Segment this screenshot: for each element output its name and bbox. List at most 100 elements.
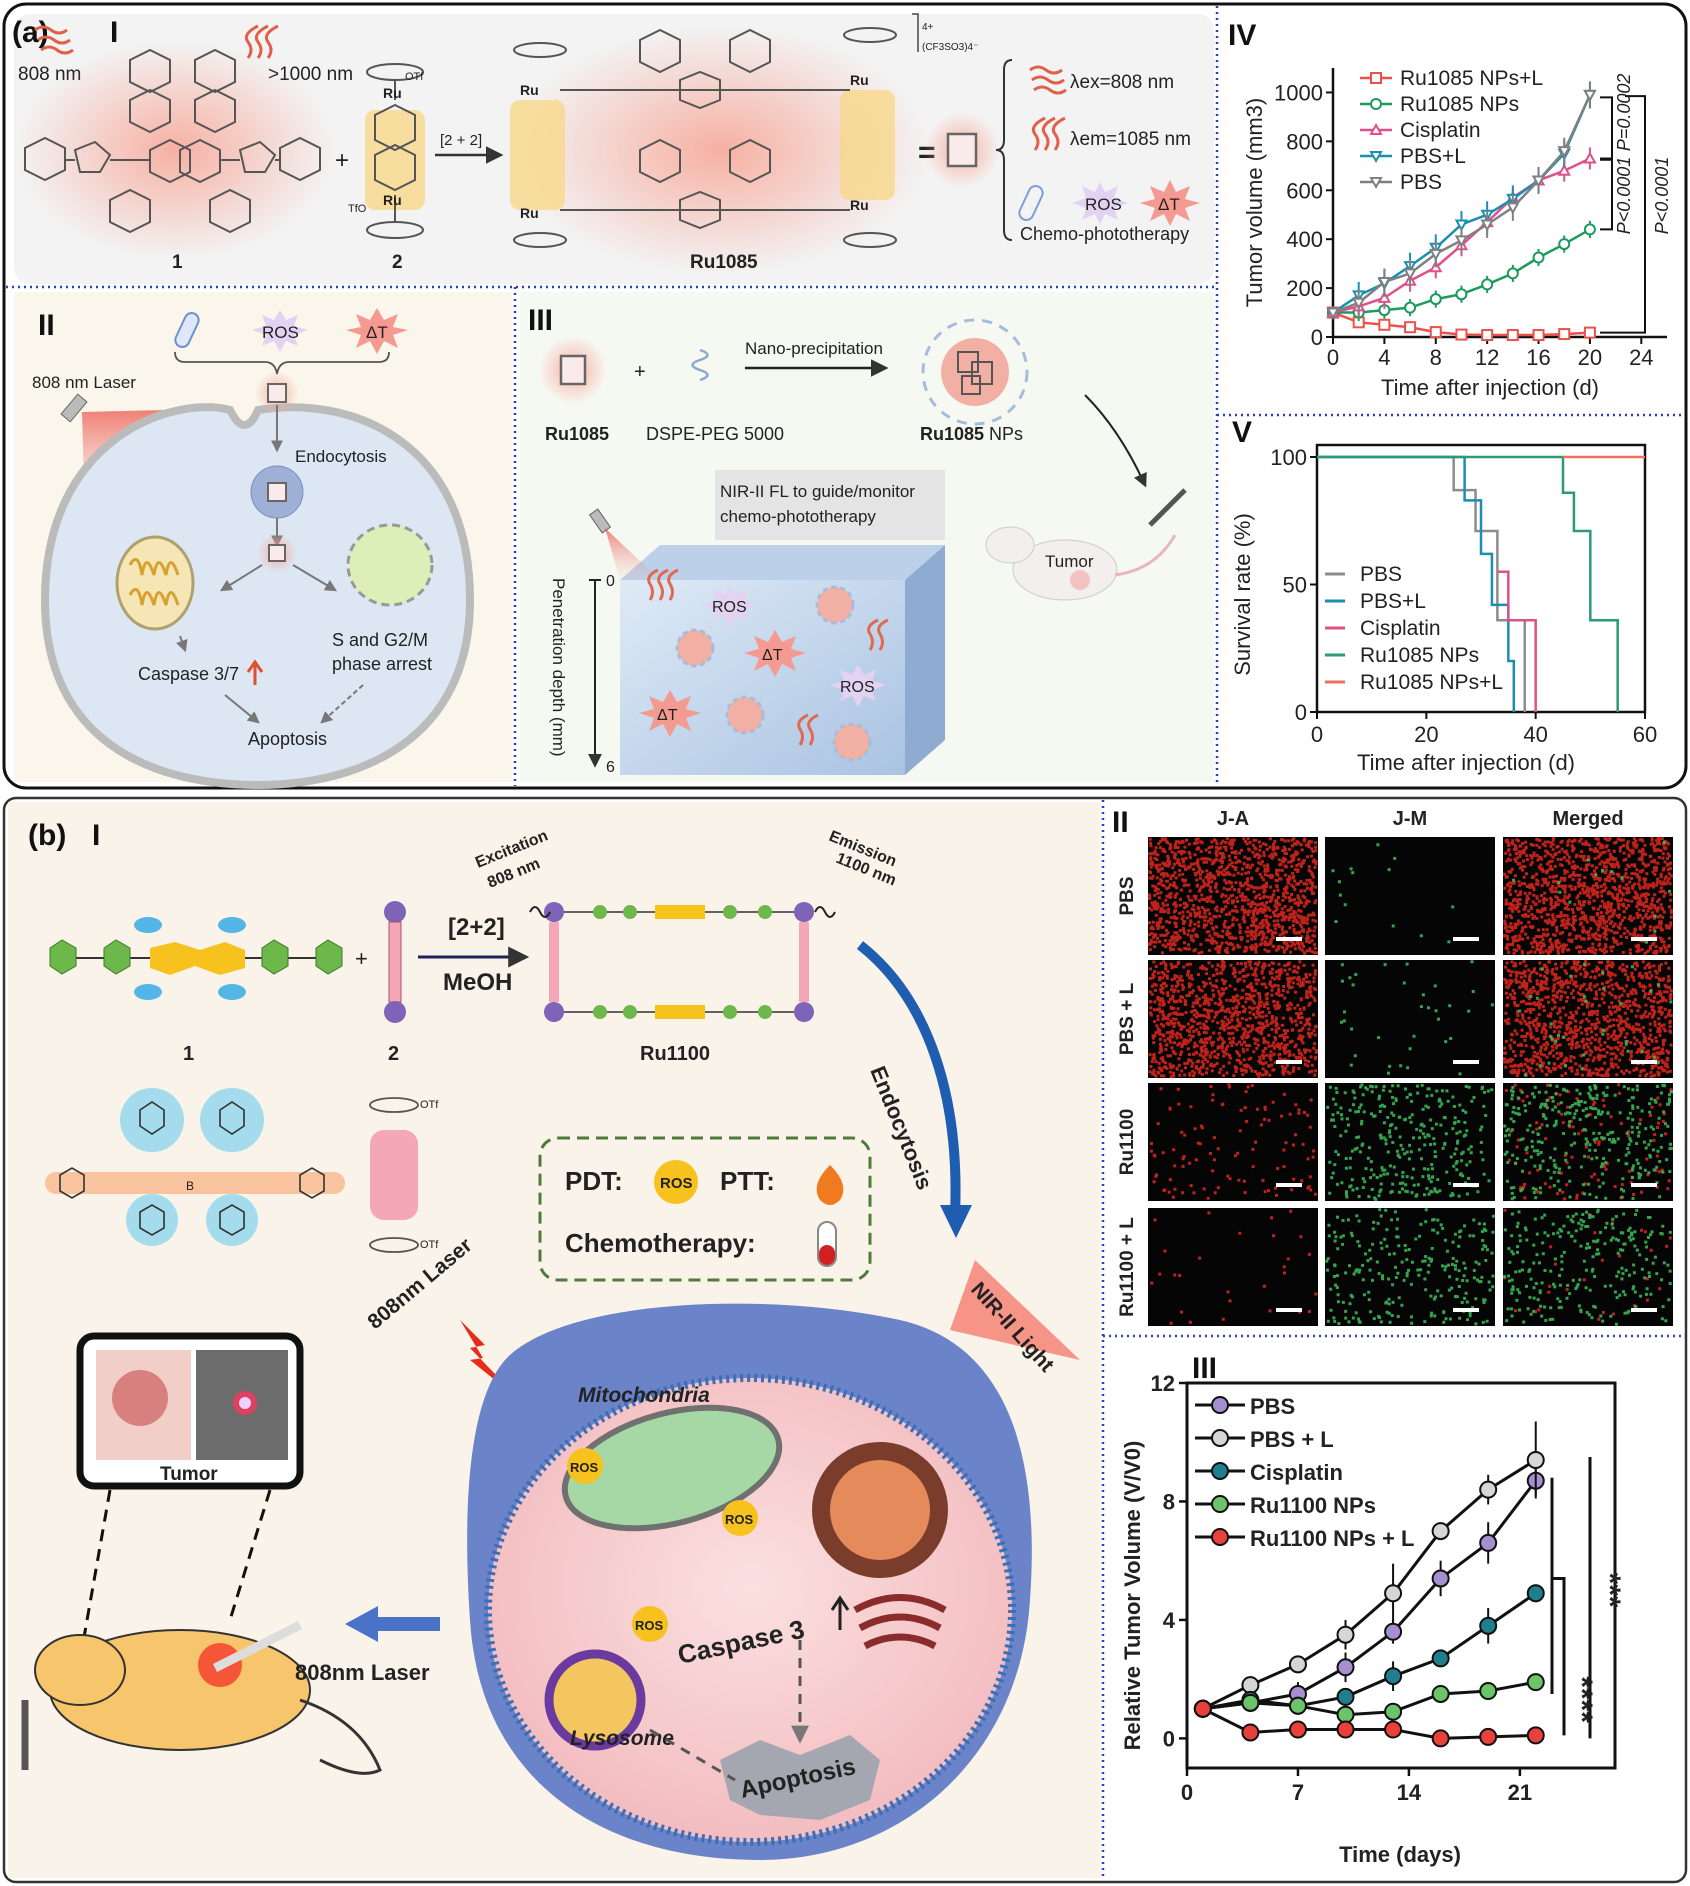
ru-atom: Ru	[520, 82, 539, 98]
green-signal	[1503, 1083, 1673, 1201]
mouse-icon	[34, 1629, 382, 1775]
flame-icon	[816, 1165, 844, 1205]
x-tick-label: 20	[1414, 722, 1438, 747]
tumor-label: Tumor	[1045, 552, 1094, 571]
ru-atom: Ru	[850, 72, 869, 88]
scale-bar	[1453, 1308, 1479, 1312]
x-axis-label: Time after injection (d)	[1357, 750, 1575, 775]
panel-a-I: (a) I 808 nm >1000 nm	[12, 13, 1200, 275]
micrograph-background	[1148, 1208, 1318, 1326]
syringe-icon	[1148, 488, 1187, 527]
y-tick-label: 400	[1286, 227, 1323, 252]
significance-stars: ****	[1565, 1676, 1598, 1723]
lambda-em: λem=1085 nm	[1070, 129, 1191, 150]
x-tick-label: 60	[1633, 722, 1657, 747]
nir-guide-box	[715, 470, 945, 540]
counterion-label: (CF3SO3)4⁻	[922, 42, 978, 53]
ru1085-square-icon	[539, 336, 607, 404]
data-point	[1583, 89, 1597, 102]
mouse-icon	[985, 526, 1177, 601]
p-value: P=0.0002	[1614, 74, 1634, 152]
otf-label: OTf	[420, 1239, 439, 1251]
data-point	[1429, 248, 1443, 261]
compound-2-label: 2	[388, 1043, 399, 1065]
panel-a-III: III + Nano-precipitation Ru1085 DSPE-PEG…	[528, 304, 1187, 776]
reaction-label: [2+2]	[448, 914, 505, 941]
scale-bar	[1631, 1183, 1657, 1187]
therapy-label: Chemo-phototherapy	[1020, 224, 1189, 244]
compound-1-structure: 1	[15, 40, 335, 273]
data-point	[1369, 151, 1383, 164]
x-tick-label: 24	[1629, 345, 1653, 370]
data-point	[1431, 1684, 1450, 1703]
data-point	[1557, 163, 1571, 176]
x-tick-label: 21	[1508, 1780, 1532, 1805]
compound-1-schematic	[49, 917, 343, 1000]
survival-curve-ru1085-nps	[1317, 455, 1619, 712]
data-point	[1377, 276, 1392, 290]
data-point	[1377, 290, 1392, 303]
tfo-label: TfO	[348, 203, 367, 215]
depth-top: 0	[606, 573, 615, 590]
data-point	[1558, 238, 1571, 251]
legend-label: PBS+L	[1400, 145, 1466, 168]
panel-a-II: II ROS ΔT 808 nm Laser Endocytosis	[32, 308, 475, 790]
heat-burst-icon	[1140, 180, 1200, 226]
ros-label: ROS	[635, 1618, 664, 1633]
nanoparticles	[675, 585, 872, 762]
compound-2-structure: OTf OTf	[369, 1097, 439, 1253]
ros-icon	[722, 1500, 758, 1536]
pdt-label: PDT:	[565, 1166, 623, 1196]
cell-membrane	[40, 403, 475, 790]
nir-light-beam	[950, 1260, 1080, 1360]
survival-curve-cisplatin	[1497, 570, 1537, 712]
otf-label: OTf	[420, 1099, 439, 1111]
micrograph-cell	[1503, 837, 1673, 955]
data-point	[1526, 1726, 1545, 1745]
data-point	[1211, 1396, 1229, 1414]
red-signal	[1503, 960, 1673, 1078]
laser-icon	[588, 508, 660, 580]
endocytosis-label: Endocytosis	[295, 447, 387, 466]
scale-bar	[1631, 937, 1657, 941]
plus-sign: +	[634, 361, 646, 383]
panel-b-I: (b) I + [2+2] MeOH Excitation 808 nm Emi…	[21, 819, 1080, 1860]
delta-t-label: ΔT	[1158, 195, 1180, 214]
y-tick-label: 0	[1311, 325, 1323, 350]
compound-2-schematic	[384, 901, 406, 1023]
mitochondria-label: Mitochondria	[578, 1384, 710, 1407]
micrograph-background	[1148, 1083, 1318, 1201]
micrograph-cell	[1503, 1208, 1673, 1326]
data-point	[1211, 1462, 1229, 1480]
delta-t-label: ΔT	[657, 707, 678, 724]
data-point	[1336, 1625, 1355, 1644]
data-point	[1336, 1705, 1355, 1724]
red-signal	[1504, 1083, 1673, 1201]
data-point	[1351, 297, 1366, 310]
scale-bar	[1453, 1060, 1479, 1064]
y-tick-label: 200	[1286, 276, 1323, 301]
tumor-label: Tumor	[160, 1464, 218, 1485]
ru1085-label: Ru1085	[690, 252, 758, 273]
y-axis-label: Tumor volume (mm3)	[1242, 98, 1267, 307]
data-point	[1370, 72, 1382, 84]
data-point	[1479, 1533, 1498, 1552]
heat-burst-icon	[346, 308, 408, 354]
data-point	[1531, 175, 1546, 188]
row-label: PBS + L	[1117, 982, 1138, 1055]
legend-label: Cisplatin	[1250, 1460, 1343, 1485]
endocytosis-arrow	[856, 941, 961, 1216]
arrest-label-line1: S and G2/M	[332, 630, 428, 650]
dspe-peg-icon	[691, 348, 709, 382]
subpanel-label: I	[92, 819, 100, 852]
dspe-label: DSPE-PEG 5000	[646, 424, 784, 444]
series-pbs	[1326, 81, 1597, 320]
micrograph-cell	[1148, 1083, 1318, 1201]
ros-burst	[702, 585, 758, 627]
golgi-icon	[853, 1594, 947, 1650]
boron-atom: B	[186, 1179, 194, 1193]
delta-t-label: ΔT	[366, 323, 388, 342]
data-point	[1583, 223, 1596, 236]
compound-1-label: 1	[172, 252, 183, 273]
